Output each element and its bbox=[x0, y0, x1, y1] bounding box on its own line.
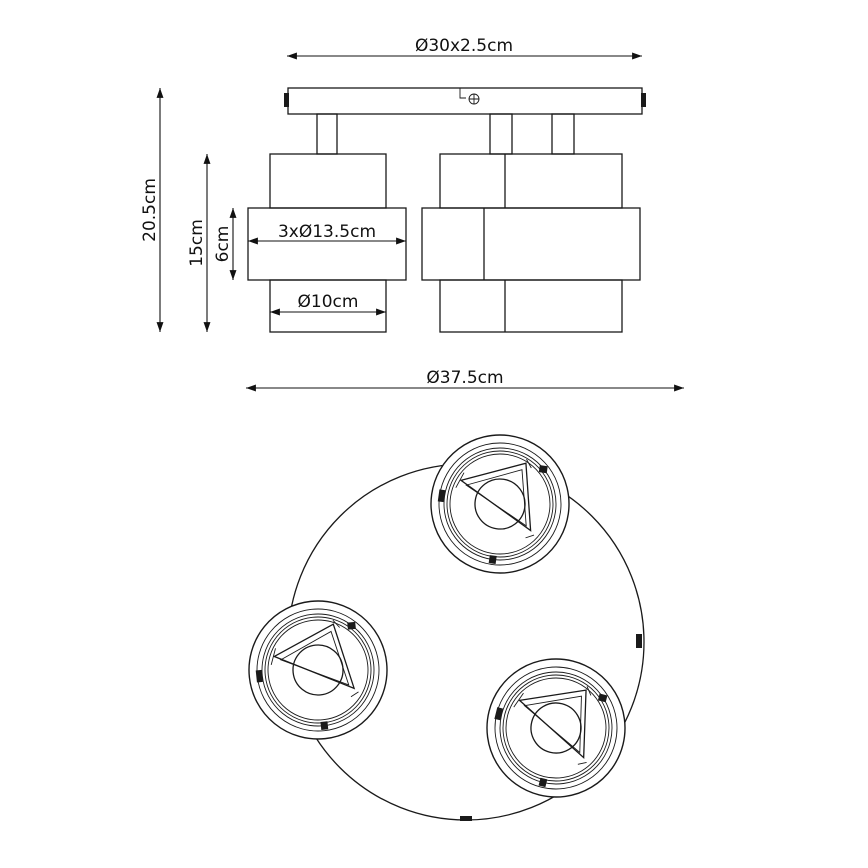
side-view bbox=[247, 87, 646, 333]
top-view bbox=[241, 425, 645, 821]
dimension-labels: Ø30x2.5cm 20.5cm 15cm 6cm 3xØ13.5cm Ø10c… bbox=[140, 36, 513, 388]
left-ring bbox=[247, 207, 407, 281]
mounting-slot bbox=[448, 87, 466, 99]
middle-stem bbox=[489, 113, 513, 155]
left-shade-bottom bbox=[269, 279, 387, 333]
right-screw-cap bbox=[641, 93, 646, 107]
right-stem bbox=[551, 113, 575, 155]
spotlight-left bbox=[241, 593, 395, 747]
left-stem bbox=[316, 113, 338, 155]
total-height-label: 20.5cm bbox=[140, 178, 160, 242]
ring-diameter-label: 3xØ13.5cm bbox=[278, 222, 376, 242]
base-plate bbox=[287, 87, 643, 115]
left-screw-cap bbox=[284, 93, 289, 107]
base-plate-label: Ø30x2.5cm bbox=[415, 36, 513, 56]
screw-cross bbox=[469, 94, 479, 104]
side-screw-cap bbox=[636, 634, 642, 648]
bottom-screw-cap bbox=[460, 816, 472, 821]
total-width-label: Ø37.5cm bbox=[426, 368, 503, 388]
right-shade-top bbox=[439, 153, 623, 209]
ring-height-label: 6cm bbox=[213, 226, 233, 263]
shade-height-label: 15cm bbox=[187, 219, 207, 267]
spotlight-top-1 bbox=[421, 425, 579, 583]
spotlight-right bbox=[471, 643, 641, 813]
left-shade-top bbox=[269, 153, 387, 209]
shade-diameter-label: Ø10cm bbox=[298, 292, 359, 312]
right-ring bbox=[421, 207, 641, 281]
right-shade-bottom bbox=[439, 279, 623, 333]
dimension-lines bbox=[156, 52, 684, 392]
